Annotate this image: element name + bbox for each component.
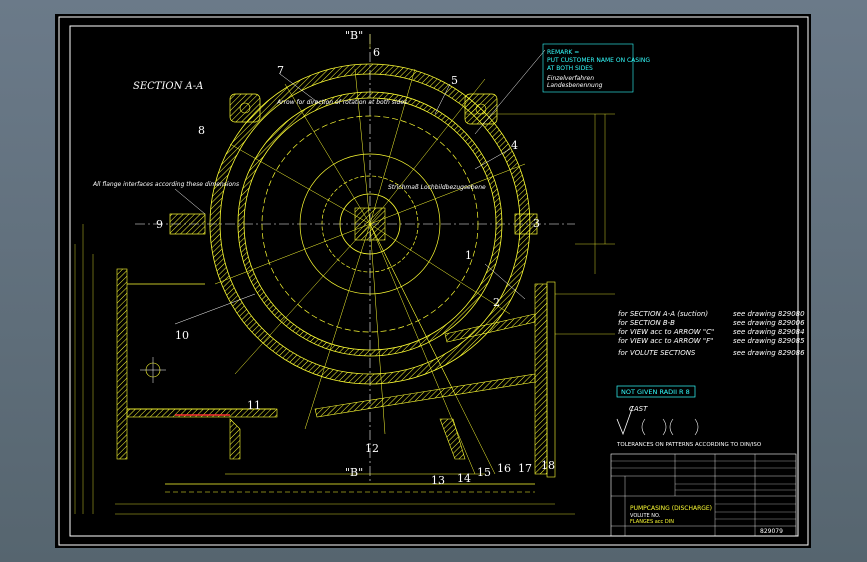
cast-label: CAST	[629, 405, 648, 413]
part-number-11: 11	[247, 399, 261, 412]
left-branch	[116, 268, 278, 460]
note-ref: see drawing 829080	[733, 310, 805, 318]
title-text: PUMPCASING (DISCHARGE)	[630, 505, 712, 512]
subtitle-text: VOLUTE NO.	[630, 513, 661, 519]
note-ref: see drawing 829086	[733, 349, 805, 357]
mounting-lug-right	[464, 93, 498, 125]
inner-border	[69, 25, 799, 537]
volute-casing-inner	[237, 91, 503, 357]
impeller-circle	[261, 115, 479, 333]
leader-lines	[174, 49, 546, 325]
part-numbers: 1 2 3 4 5 6 7 8 9 10 11 12 13 14 15 16 1…	[156, 46, 555, 487]
note-label: for VIEW acc to ARROW "C"	[618, 328, 714, 336]
note-label: for SECTION B-B	[618, 319, 675, 327]
part-number-12: 12	[365, 442, 379, 455]
remark-box	[542, 43, 634, 93]
note-ref: see drawing 829084	[733, 328, 805, 336]
remark-line-2: PUT CUSTOMER NAME ON CASING	[547, 57, 650, 64]
note-ref: see drawing 829006	[733, 319, 805, 327]
view-marker-top: "B"	[345, 29, 363, 42]
part-number-7: 7	[277, 64, 284, 77]
part-number-10: 10	[175, 329, 189, 342]
remark-line-4: Einzelverfahren	[547, 75, 594, 82]
center-note: Strichmaß Lochbildbezugsebene	[388, 184, 486, 191]
cast-symbol: CAST	[616, 405, 699, 436]
note-label: for VOLUTE SECTIONS	[618, 349, 696, 357]
part-number-15: 15	[477, 466, 491, 479]
title-line2: FLANGES acc DIN	[630, 519, 674, 525]
part-number-9: 9	[156, 218, 163, 231]
part-number-1: 1	[465, 249, 472, 262]
drawing-canvas: "B" "B" SECTION A-A 1 2 3 4 5 6 7 8 9 10…	[58, 16, 809, 546]
drawing-number: 829079	[760, 528, 783, 535]
part-number-3: 3	[533, 217, 540, 230]
tolerance-note: TOLERANCES ON PATTERNS ACCORDING TO DIN/…	[616, 442, 762, 448]
note-label: for VIEW acc to ARROW "F"	[618, 337, 713, 345]
view-marker-bottom: "B"	[345, 466, 363, 479]
radii-note: NOT GIVEN RADII R 8	[621, 388, 690, 396]
note-label: for SECTION A-A (suction)	[618, 310, 708, 318]
outer-border	[58, 16, 809, 546]
part-number-2: 2	[493, 296, 500, 309]
notes-list: for SECTION A-A (suction) see drawing 82…	[618, 310, 805, 357]
part-number-6: 6	[373, 46, 380, 59]
flange-note: All flange interfaces according these di…	[92, 181, 239, 188]
lug-hole-left	[239, 102, 251, 114]
right-outlet	[314, 281, 556, 478]
part-number-16: 16	[497, 462, 511, 475]
radii-box	[616, 385, 696, 398]
remark-line-3: AT BOTH SIDES	[547, 65, 593, 72]
part-number-18: 18	[541, 459, 555, 472]
part-number-5: 5	[451, 74, 458, 87]
hub-circle-mid	[321, 175, 419, 273]
mounting-lug-left	[229, 93, 261, 123]
discharge-base	[165, 418, 535, 493]
flange-right	[514, 213, 538, 235]
note-ref: see drawing 829085	[733, 337, 805, 345]
drawing-sheet: "B" "B" SECTION A-A 1 2 3 4 5 6 7 8 9 10…	[55, 14, 811, 548]
flange-left	[169, 213, 206, 235]
remark-line-1: REMARK =	[547, 49, 579, 56]
remark-line-5: Landesbenennung	[547, 82, 603, 89]
part-number-4: 4	[511, 139, 518, 152]
volute-casing-outer	[209, 63, 531, 385]
dimension-lines	[74, 34, 615, 515]
arrow-note: Arrow for direction of rotation at both …	[276, 99, 407, 106]
part-number-13: 13	[431, 474, 445, 487]
part-number-17: 17	[518, 462, 532, 475]
part-number-8: 8	[198, 124, 205, 137]
hub-circle-outer	[299, 153, 441, 295]
construction-lines	[214, 68, 526, 475]
section-title: SECTION A-A	[133, 81, 203, 92]
title-block: PUMPCASING (DISCHARGE) VOLUTE NO. FLANGE…	[610, 453, 797, 537]
shaft-bore	[339, 193, 401, 255]
part-number-14: 14	[457, 472, 471, 485]
